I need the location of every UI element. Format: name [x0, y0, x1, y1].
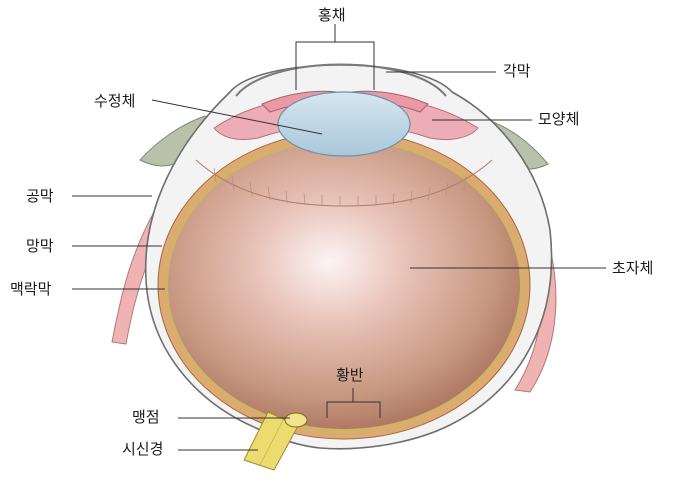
label-retina: 망막	[26, 237, 54, 255]
label-iris: 홍채	[318, 6, 346, 24]
label-cornea: 각막	[503, 62, 531, 80]
label-choroid: 맥락막	[10, 280, 51, 298]
label-blind-spot: 맹점	[132, 408, 160, 426]
label-optic-nerve: 시신경	[122, 440, 163, 458]
vitreous-body	[168, 141, 520, 429]
label-sclera: 공막	[26, 187, 54, 205]
label-lens: 수정체	[94, 92, 135, 110]
label-macula: 황반	[336, 366, 364, 384]
label-vitreous: 초자체	[612, 259, 653, 277]
lens	[278, 92, 410, 156]
label-ciliary-body: 모양체	[538, 110, 579, 128]
blind-spot-disc	[285, 413, 307, 427]
